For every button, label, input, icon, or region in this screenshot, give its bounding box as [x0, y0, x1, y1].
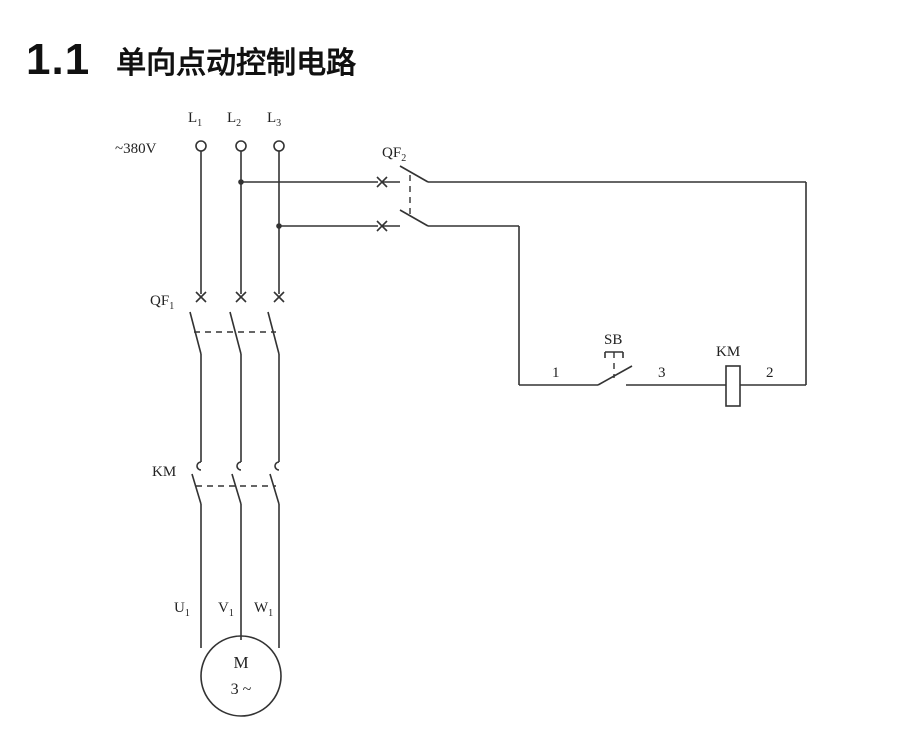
label-node1: 1 — [552, 365, 560, 381]
motor-label-m: M — [233, 653, 248, 672]
label-sb: SB — [604, 332, 622, 348]
qf1-breaker — [189, 291, 285, 355]
label-l2: L2 — [227, 110, 241, 129]
label-qf1: QF1 — [150, 293, 174, 312]
motor-symbol — [200, 635, 282, 717]
sb-pushbutton — [597, 351, 633, 386]
section-title: 单向点动控制电路 — [116, 46, 357, 81]
terminal-l2 — [235, 140, 247, 152]
section-number: 1.1 — [26, 35, 91, 84]
label-l3: L3 — [267, 110, 281, 129]
section-heading: 1.1 单向点动控制电路 — [26, 30, 356, 90]
label-km-coil: KM — [716, 344, 740, 360]
label-v1: V1 — [218, 600, 234, 619]
label-node3: 3 — [658, 365, 666, 381]
km-coil — [725, 365, 741, 407]
km-main-contacts — [191, 461, 280, 505]
label-u1: U1 — [174, 600, 190, 619]
label-qf2: QF2 — [382, 145, 406, 164]
label-voltage: ~380V — [115, 141, 157, 157]
label-km-main: KM — [152, 464, 176, 480]
label-w1: W1 — [254, 600, 273, 619]
terminal-l3 — [273, 140, 285, 152]
qf2-breaker — [376, 165, 429, 232]
label-node2: 2 — [766, 365, 774, 381]
label-l1: L1 — [188, 110, 202, 129]
motor-label-phase: 3 ~ — [231, 681, 252, 698]
terminal-l1 — [195, 140, 207, 152]
